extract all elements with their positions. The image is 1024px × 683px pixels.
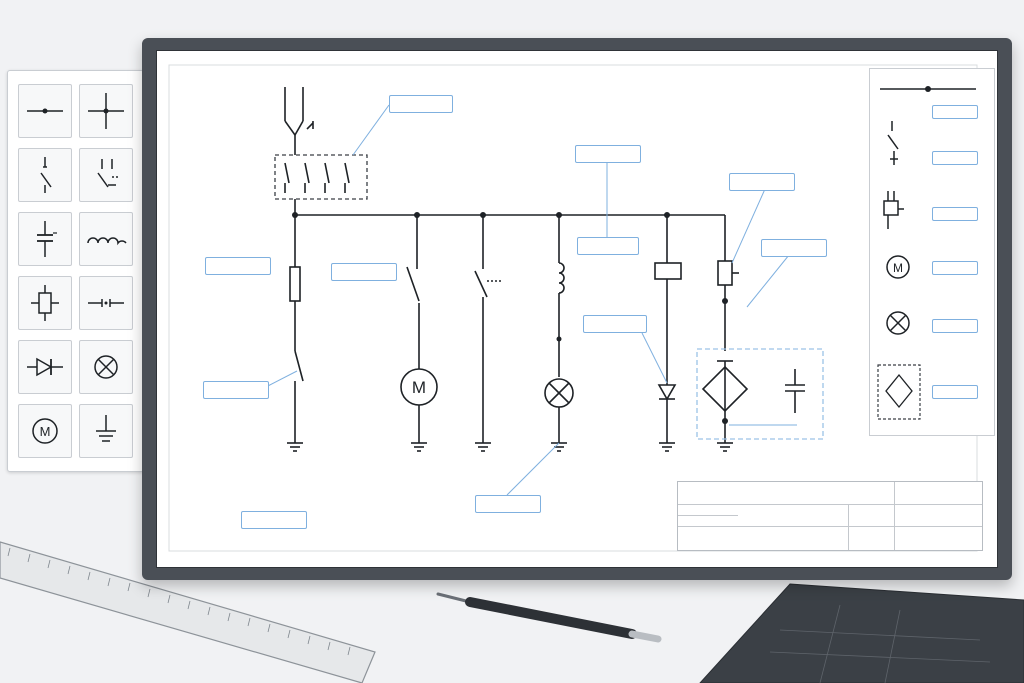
symbol-legend-panel: M xyxy=(869,68,995,436)
palette-ground-icon[interactable] xyxy=(79,404,133,458)
motor-label: M xyxy=(40,424,51,439)
callout-label[interactable] xyxy=(583,315,647,333)
palette-switch-contact-icon[interactable] xyxy=(18,148,72,202)
callout-label[interactable] xyxy=(203,381,269,399)
legend-entry[interactable] xyxy=(932,207,978,221)
ruler xyxy=(0,541,376,683)
legend-entry[interactable] xyxy=(932,261,978,275)
palette-time-delay-switch-icon[interactable] xyxy=(79,148,133,202)
legend-entry[interactable] xyxy=(932,105,978,119)
palette-relay-coil-icon[interactable] xyxy=(18,276,72,330)
palette-crossing-wires-icon[interactable] xyxy=(79,84,133,138)
palette-motor-icon[interactable]: M xyxy=(18,404,72,458)
monitor-frame: M xyxy=(142,38,1012,580)
callout-label[interactable] xyxy=(241,511,307,529)
palette-contact-pair-icon[interactable] xyxy=(79,276,133,330)
legend-symbols: M xyxy=(877,86,976,420)
callout-label[interactable] xyxy=(577,237,639,255)
legend-motor-label: M xyxy=(893,261,903,275)
rectifier-group-outline xyxy=(696,348,824,440)
callout-leaders xyxy=(261,104,797,496)
motor-symbol-label: M xyxy=(412,378,426,397)
callout-label[interactable] xyxy=(575,145,641,163)
callout-label[interactable] xyxy=(205,257,271,275)
schematic-drawing[interactable]: M xyxy=(157,51,997,567)
legend-entry[interactable] xyxy=(932,319,978,333)
palette-inductor-coil-icon[interactable] xyxy=(79,212,133,266)
callout-label[interactable] xyxy=(389,95,453,113)
legend-entry[interactable] xyxy=(932,151,978,165)
palette-capacitor-icon[interactable] xyxy=(18,212,72,266)
symbol-palette: M xyxy=(7,70,144,472)
schematic-canvas[interactable]: M xyxy=(156,50,998,568)
callout-label[interactable] xyxy=(729,173,795,191)
drawing-tablet[interactable] xyxy=(699,583,1024,683)
callout-label[interactable] xyxy=(475,495,541,513)
palette-lamp-icon[interactable] xyxy=(79,340,133,394)
pen[interactable] xyxy=(436,592,662,643)
palette-junction-node-icon[interactable] xyxy=(18,84,72,138)
palette-diode-icon[interactable] xyxy=(18,340,72,394)
callout-label[interactable] xyxy=(761,239,827,257)
callout-label[interactable] xyxy=(331,263,397,281)
legend-entry[interactable] xyxy=(932,385,978,399)
drawing-title-block xyxy=(677,481,983,551)
